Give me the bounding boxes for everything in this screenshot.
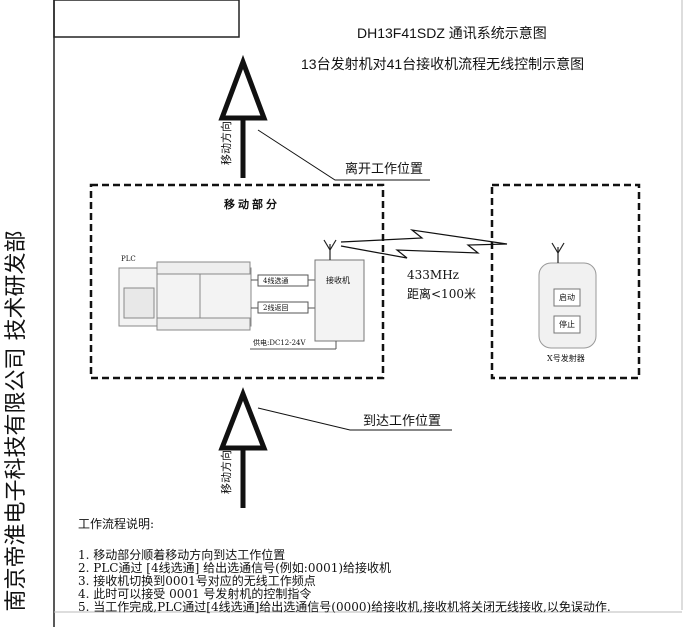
diagram-title: DH13F41SDZ 通讯系统示意图 <box>357 25 547 41</box>
transmitter-antenna-icon <box>551 242 565 263</box>
top-direction-arrow <box>218 54 268 178</box>
mobile-unit-title: 移动部分 <box>224 198 280 211</box>
receiver-antenna-icon <box>323 239 337 260</box>
transmitter-box <box>490 183 641 380</box>
link-distance-label: 距离<100米 <box>407 287 476 301</box>
transmitter-name: X号发射器 <box>547 354 585 363</box>
notes-item-5: 5. 当工作完成,PLC通过[4线选通]给出选通信号(0000)给接收机,接收机… <box>78 600 611 614</box>
plc-device <box>118 261 252 331</box>
notes-item-3: 3. 接收机切换到0001号对应的无线工作频点 <box>78 574 316 588</box>
company-side-label: 南京帝淮电子科技有限公司 技术研发部 <box>4 230 29 612</box>
bottom-arrow-label: 移动方向 <box>220 450 233 494</box>
start-button: 启动 <box>559 293 575 302</box>
title-block <box>53 0 240 38</box>
arrive-position-label: 到达工作位置 <box>363 414 442 429</box>
leave-callout-line <box>257 129 430 181</box>
workflow-notes: 工作流程说明: 1. 移动部分顺着移动方向到达工作位置 2. PLC通过 [4线… <box>78 518 668 614</box>
mobile-unit-box <box>89 183 385 380</box>
receiver-label: 接收机 <box>326 276 350 285</box>
receiver-device <box>314 259 365 342</box>
stop-button: 停止 <box>559 320 575 329</box>
feedback-wire-label: 2线返回 <box>263 304 289 312</box>
power-supply-label: 供电:DC12-24V <box>253 339 306 347</box>
notes-item-4: 4. 此时可以接受 0001 号发射机的控制指令 <box>78 587 312 601</box>
wireless-link-icon <box>340 229 508 259</box>
stop-button-frame <box>553 315 581 334</box>
notes-item-1: 1. 移动部分顺着移动方向到达工作位置 <box>78 548 286 562</box>
arrive-callout-line <box>257 407 452 431</box>
select-wire-label: 4线选通 <box>263 277 289 285</box>
link-frequency-label: 433MHz <box>407 268 459 282</box>
start-button-frame <box>553 288 581 307</box>
top-arrow-label: 移动方向 <box>220 121 233 165</box>
bottom-direction-arrow <box>218 387 268 508</box>
diagram-subtitle: 13台发射机对41台接收机流程无线控制示意图 <box>301 56 585 72</box>
leave-position-label: 离开工作位置 <box>345 162 424 177</box>
notes-item-2: 2. PLC通过 [4线选通] 给出选通信号(例如:0001)给接收机 <box>78 561 392 575</box>
plc-label: PLC <box>121 255 136 263</box>
notes-heading: 工作流程说明: <box>78 517 155 531</box>
